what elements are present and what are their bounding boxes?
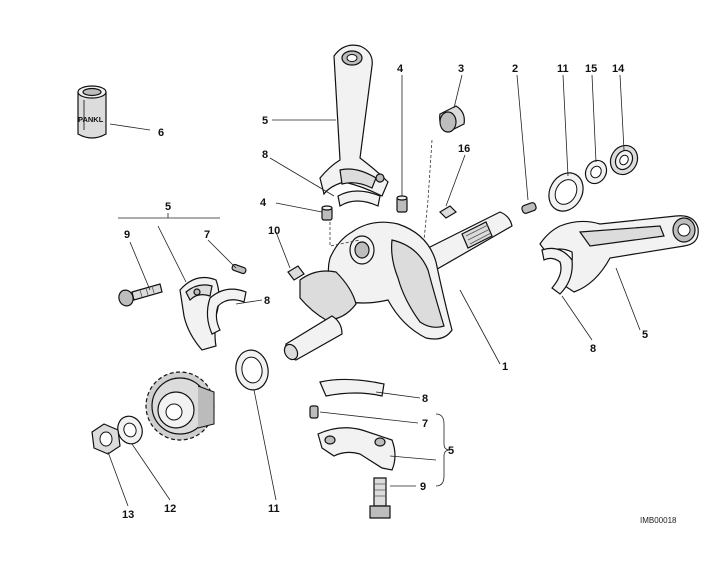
pankl-bearing-part-6: PANKL <box>77 85 107 139</box>
callout-9-left: 9 <box>124 229 130 241</box>
callout-1: 1 <box>502 361 508 373</box>
bolt-4-right <box>396 195 408 213</box>
connecting-rod-right <box>539 215 699 293</box>
crankshaft-part-1 <box>283 211 513 361</box>
callout-3: 3 <box>458 63 464 75</box>
callout-11-right: 11 <box>557 63 569 75</box>
bolt-4-left <box>321 205 333 221</box>
callout-8-right: 8 <box>590 343 596 355</box>
callout-5-right-rod: 5 <box>642 329 648 341</box>
callout-11-left: 11 <box>268 503 280 515</box>
washer-part-12 <box>117 415 143 445</box>
callout-5-left-group: 5 <box>165 201 171 213</box>
bearing-shell-left-cap <box>206 288 247 335</box>
callout-labels: 1 2 3 4 4 5 5 5 5 6 7 7 8 8 8 8 9 9 10 1… <box>122 63 648 521</box>
seal-part-14 <box>609 144 639 176</box>
bearing-shell-upper-rod <box>337 190 381 207</box>
callout-4-left: 4 <box>260 197 267 209</box>
thrust-washer-11-left <box>235 349 269 391</box>
bearing-shell-right-rod <box>541 247 573 295</box>
callout-8-bottom: 8 <box>422 393 428 405</box>
callout-7-bottom: 7 <box>422 418 428 430</box>
pin-part-2 <box>521 202 537 214</box>
thrust-washer-11-right <box>548 172 584 212</box>
callout-5-bottom-group: 5 <box>448 445 454 457</box>
bearing-shell-bottom <box>319 378 385 397</box>
dowel-7-left <box>231 263 247 275</box>
rod-cap-bottom <box>317 427 396 471</box>
dowel-7-bottom <box>309 405 319 419</box>
callout-9-bottom: 9 <box>420 481 426 493</box>
image-code: IMB00018 <box>640 516 677 525</box>
callout-14: 14 <box>612 63 625 75</box>
callout-8-upper: 8 <box>262 149 268 161</box>
leader-lines <box>107 74 641 507</box>
callout-6: 6 <box>158 127 164 139</box>
callout-13: 13 <box>122 509 134 521</box>
gear-part-timing <box>145 371 215 441</box>
nut-part-13 <box>91 423 121 455</box>
connecting-rod-upper <box>319 44 389 197</box>
callout-8-left: 8 <box>264 295 270 307</box>
bush-part-3 <box>439 105 465 133</box>
callout-12: 12 <box>164 503 176 515</box>
bearing-brand-text: PANKL <box>78 115 104 124</box>
callout-15: 15 <box>585 63 597 75</box>
key-part-10 <box>287 265 305 281</box>
callout-2: 2 <box>512 63 518 75</box>
ring-part-15 <box>584 159 608 185</box>
callout-10: 10 <box>268 225 280 237</box>
bolt-9-left <box>118 283 163 307</box>
callout-16: 16 <box>458 143 470 155</box>
alignment-line-upper <box>329 222 361 247</box>
alignment-line-key <box>423 139 433 241</box>
callout-5-upper-rod: 5 <box>262 115 268 127</box>
bolt-9-bottom <box>369 477 391 519</box>
key-part-16 <box>439 205 457 219</box>
callout-4-top: 4 <box>397 63 404 75</box>
callout-7-left: 7 <box>204 229 210 241</box>
